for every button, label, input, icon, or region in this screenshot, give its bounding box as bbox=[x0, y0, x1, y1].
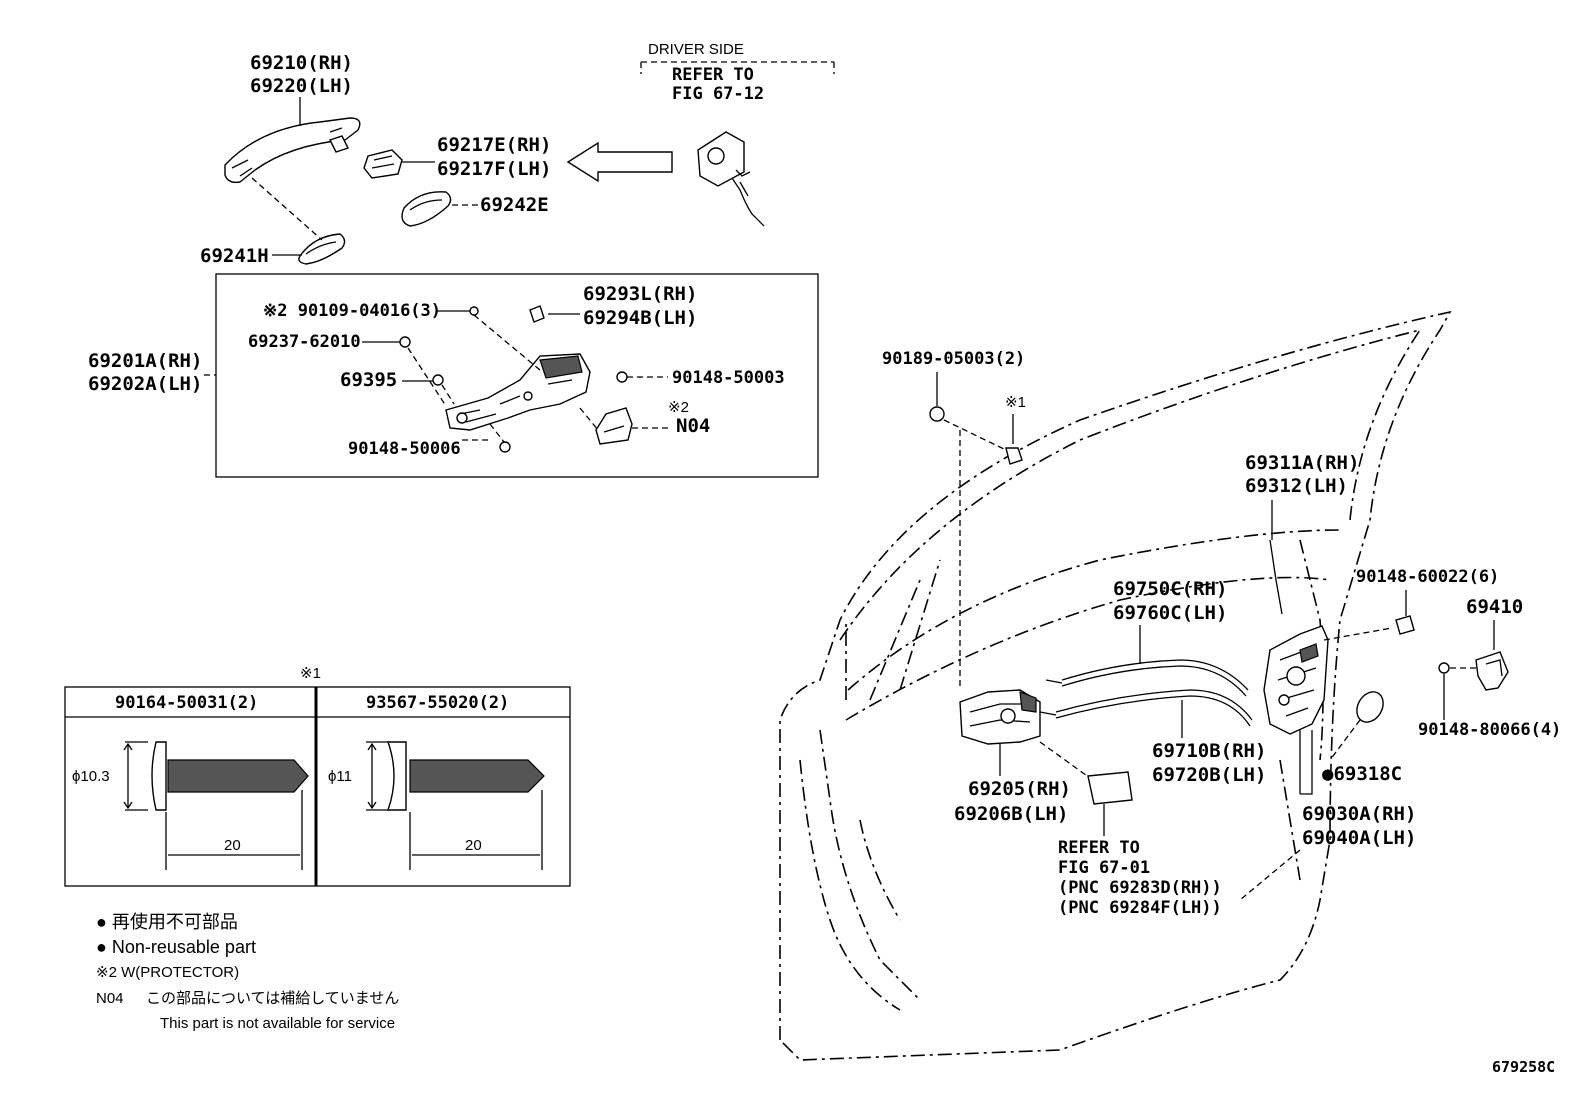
label-screw-60022: 90148-60022(6) bbox=[1356, 567, 1499, 587]
screw-05003-icon bbox=[929, 406, 945, 422]
pad-e bbox=[401, 191, 452, 227]
label-screw-05003: 90189-05003(2) bbox=[882, 349, 1025, 369]
refer-line-2: FIG 67-01 bbox=[1058, 858, 1150, 878]
leader-lock-assy bbox=[1299, 730, 1313, 795]
arrow-left-icon bbox=[566, 141, 673, 183]
label-screw-80066: 90148-80066(4) bbox=[1418, 720, 1561, 740]
label-mark2: ※2 bbox=[668, 399, 689, 416]
legend-item3-code: N04 bbox=[96, 990, 124, 1007]
label-frame-rh: 69201A(RH) bbox=[88, 350, 202, 372]
screw-80066-icon bbox=[1438, 662, 1450, 674]
grommet-icon bbox=[432, 374, 444, 386]
label-rod-lh: 69312(LH) bbox=[1245, 475, 1348, 497]
dash-handle-to-pad bbox=[251, 177, 323, 241]
dash-striker-line bbox=[1323, 627, 1393, 641]
frame-assembly bbox=[445, 353, 591, 431]
door-lock-assembly bbox=[1263, 625, 1329, 735]
driver-refer-2: FIG 67-12 bbox=[672, 84, 764, 104]
label-rod-rh: 69311A(RH) bbox=[1245, 452, 1359, 474]
dash-lock-assy bbox=[1239, 849, 1301, 901]
label-n04: N04 bbox=[676, 415, 710, 437]
table-col2-diameter: ϕ11 bbox=[328, 768, 352, 785]
legend-item1-en: ● Non-reusable part bbox=[96, 937, 256, 957]
lock-rod bbox=[1269, 539, 1283, 615]
screw-60022-icon bbox=[1395, 615, 1415, 635]
label-part-69237: 69237-62010 bbox=[248, 332, 361, 352]
label-bracket-lh: 69294B(LH) bbox=[583, 307, 697, 329]
label-69395: 69395 bbox=[340, 369, 397, 391]
key-cylinder bbox=[697, 131, 765, 227]
legend-item3-jp: この部品については補給していません bbox=[146, 990, 399, 1007]
label-lock-rh: 69205(RH) bbox=[968, 778, 1071, 800]
screw-drawing-2 bbox=[366, 741, 545, 870]
door-outline bbox=[779, 310, 1452, 1061]
seal-ring bbox=[1356, 691, 1384, 723]
label-lock-assy-lh: 69040A(LH) bbox=[1302, 827, 1416, 849]
bolt-icon bbox=[469, 306, 479, 316]
bracket-icon bbox=[529, 305, 545, 323]
table-col2-header: 93567-55020(2) bbox=[366, 693, 509, 713]
dash-screws bbox=[943, 419, 1007, 690]
outside-handle bbox=[224, 117, 361, 184]
label-screw-50003: 90148-50003 bbox=[672, 368, 785, 388]
label-lock-assy-rh: 69030A(RH) bbox=[1302, 803, 1416, 825]
cylinder-cover bbox=[363, 149, 403, 179]
screw-50006-icon bbox=[499, 441, 511, 453]
refer-line-3: (PNC 69283D(RH)) bbox=[1058, 878, 1222, 898]
legend-item3-en: This part is not available for service bbox=[160, 1015, 395, 1032]
dash-frame-parts bbox=[407, 314, 541, 407]
label-seal: ●69318C bbox=[1322, 763, 1402, 785]
label-screw-50006: 90148-50006 bbox=[348, 439, 461, 459]
clip-icon bbox=[399, 336, 411, 348]
dash-50006 bbox=[489, 423, 505, 443]
label-cover-rh: 69217E(RH) bbox=[437, 134, 551, 156]
screw-50003-icon bbox=[616, 371, 628, 383]
table-col1-length: 20 bbox=[224, 837, 241, 854]
driver-side-title: DRIVER SIDE bbox=[648, 41, 744, 58]
tapping-screw-icon bbox=[1005, 447, 1023, 465]
cable-2b bbox=[1055, 695, 1251, 727]
label-cable2-lh: 69720B(LH) bbox=[1152, 764, 1266, 786]
label-pad-h: 69241H bbox=[200, 245, 269, 267]
label-cable-rh: 69750C(RH) bbox=[1113, 578, 1227, 600]
diagram-id: 679258C bbox=[1492, 1058, 1555, 1076]
refer-line-1: REFER TO bbox=[1058, 838, 1140, 858]
striker-icon bbox=[1475, 651, 1509, 691]
pad-h bbox=[298, 233, 346, 265]
lock-cover bbox=[1087, 771, 1133, 805]
label-pad-e: 69242E bbox=[480, 194, 549, 216]
cable-1b bbox=[1061, 665, 1247, 697]
driver-refer-1: REFER TO bbox=[672, 65, 754, 85]
label-handle-lh: 69220(LH) bbox=[250, 75, 353, 97]
label-cable2-rh: 69710B(RH) bbox=[1152, 740, 1266, 762]
label-bolt-protector: ※2 90109-04016(3) bbox=[263, 301, 441, 321]
screw-drawing-1 bbox=[123, 741, 309, 870]
legend-item2: ※2 W(PROTECTOR) bbox=[96, 964, 239, 981]
table-col2-length: 20 bbox=[465, 837, 482, 854]
label-cable-lh: 69760C(LH) bbox=[1113, 602, 1227, 624]
refer-line-4: (PNC 69284F(LH)) bbox=[1058, 898, 1222, 918]
label-handle-rh: 69210(RH) bbox=[250, 52, 353, 74]
label-cover-lh: 69217F(LH) bbox=[437, 158, 551, 180]
dash-seal bbox=[1329, 719, 1361, 761]
leader-n04 bbox=[579, 407, 668, 431]
cable-2 bbox=[1055, 689, 1253, 721]
label-mark1-door: ※1 bbox=[1005, 394, 1026, 411]
table-mark: ※1 bbox=[300, 665, 321, 682]
label-striker: 69410 bbox=[1466, 596, 1523, 618]
label-lock-lh: 69206B(LH) bbox=[954, 803, 1068, 825]
outside-lock bbox=[959, 689, 1041, 745]
cable-ends bbox=[1039, 679, 1063, 716]
label-bracket-rh: 69293L(RH) bbox=[583, 283, 697, 305]
dash-lock-cover bbox=[1039, 741, 1091, 779]
legend-item1-jp: ● 再使用不可部品 bbox=[96, 912, 238, 932]
cable-1 bbox=[1061, 659, 1249, 691]
label-frame-lh: 69202A(LH) bbox=[88, 373, 202, 395]
driver-side-bracket bbox=[640, 61, 835, 74]
table-col1-diameter: ϕ10.3 bbox=[72, 768, 110, 785]
table-col1-header: 90164-50031(2) bbox=[115, 693, 258, 713]
n04-part bbox=[595, 407, 633, 445]
